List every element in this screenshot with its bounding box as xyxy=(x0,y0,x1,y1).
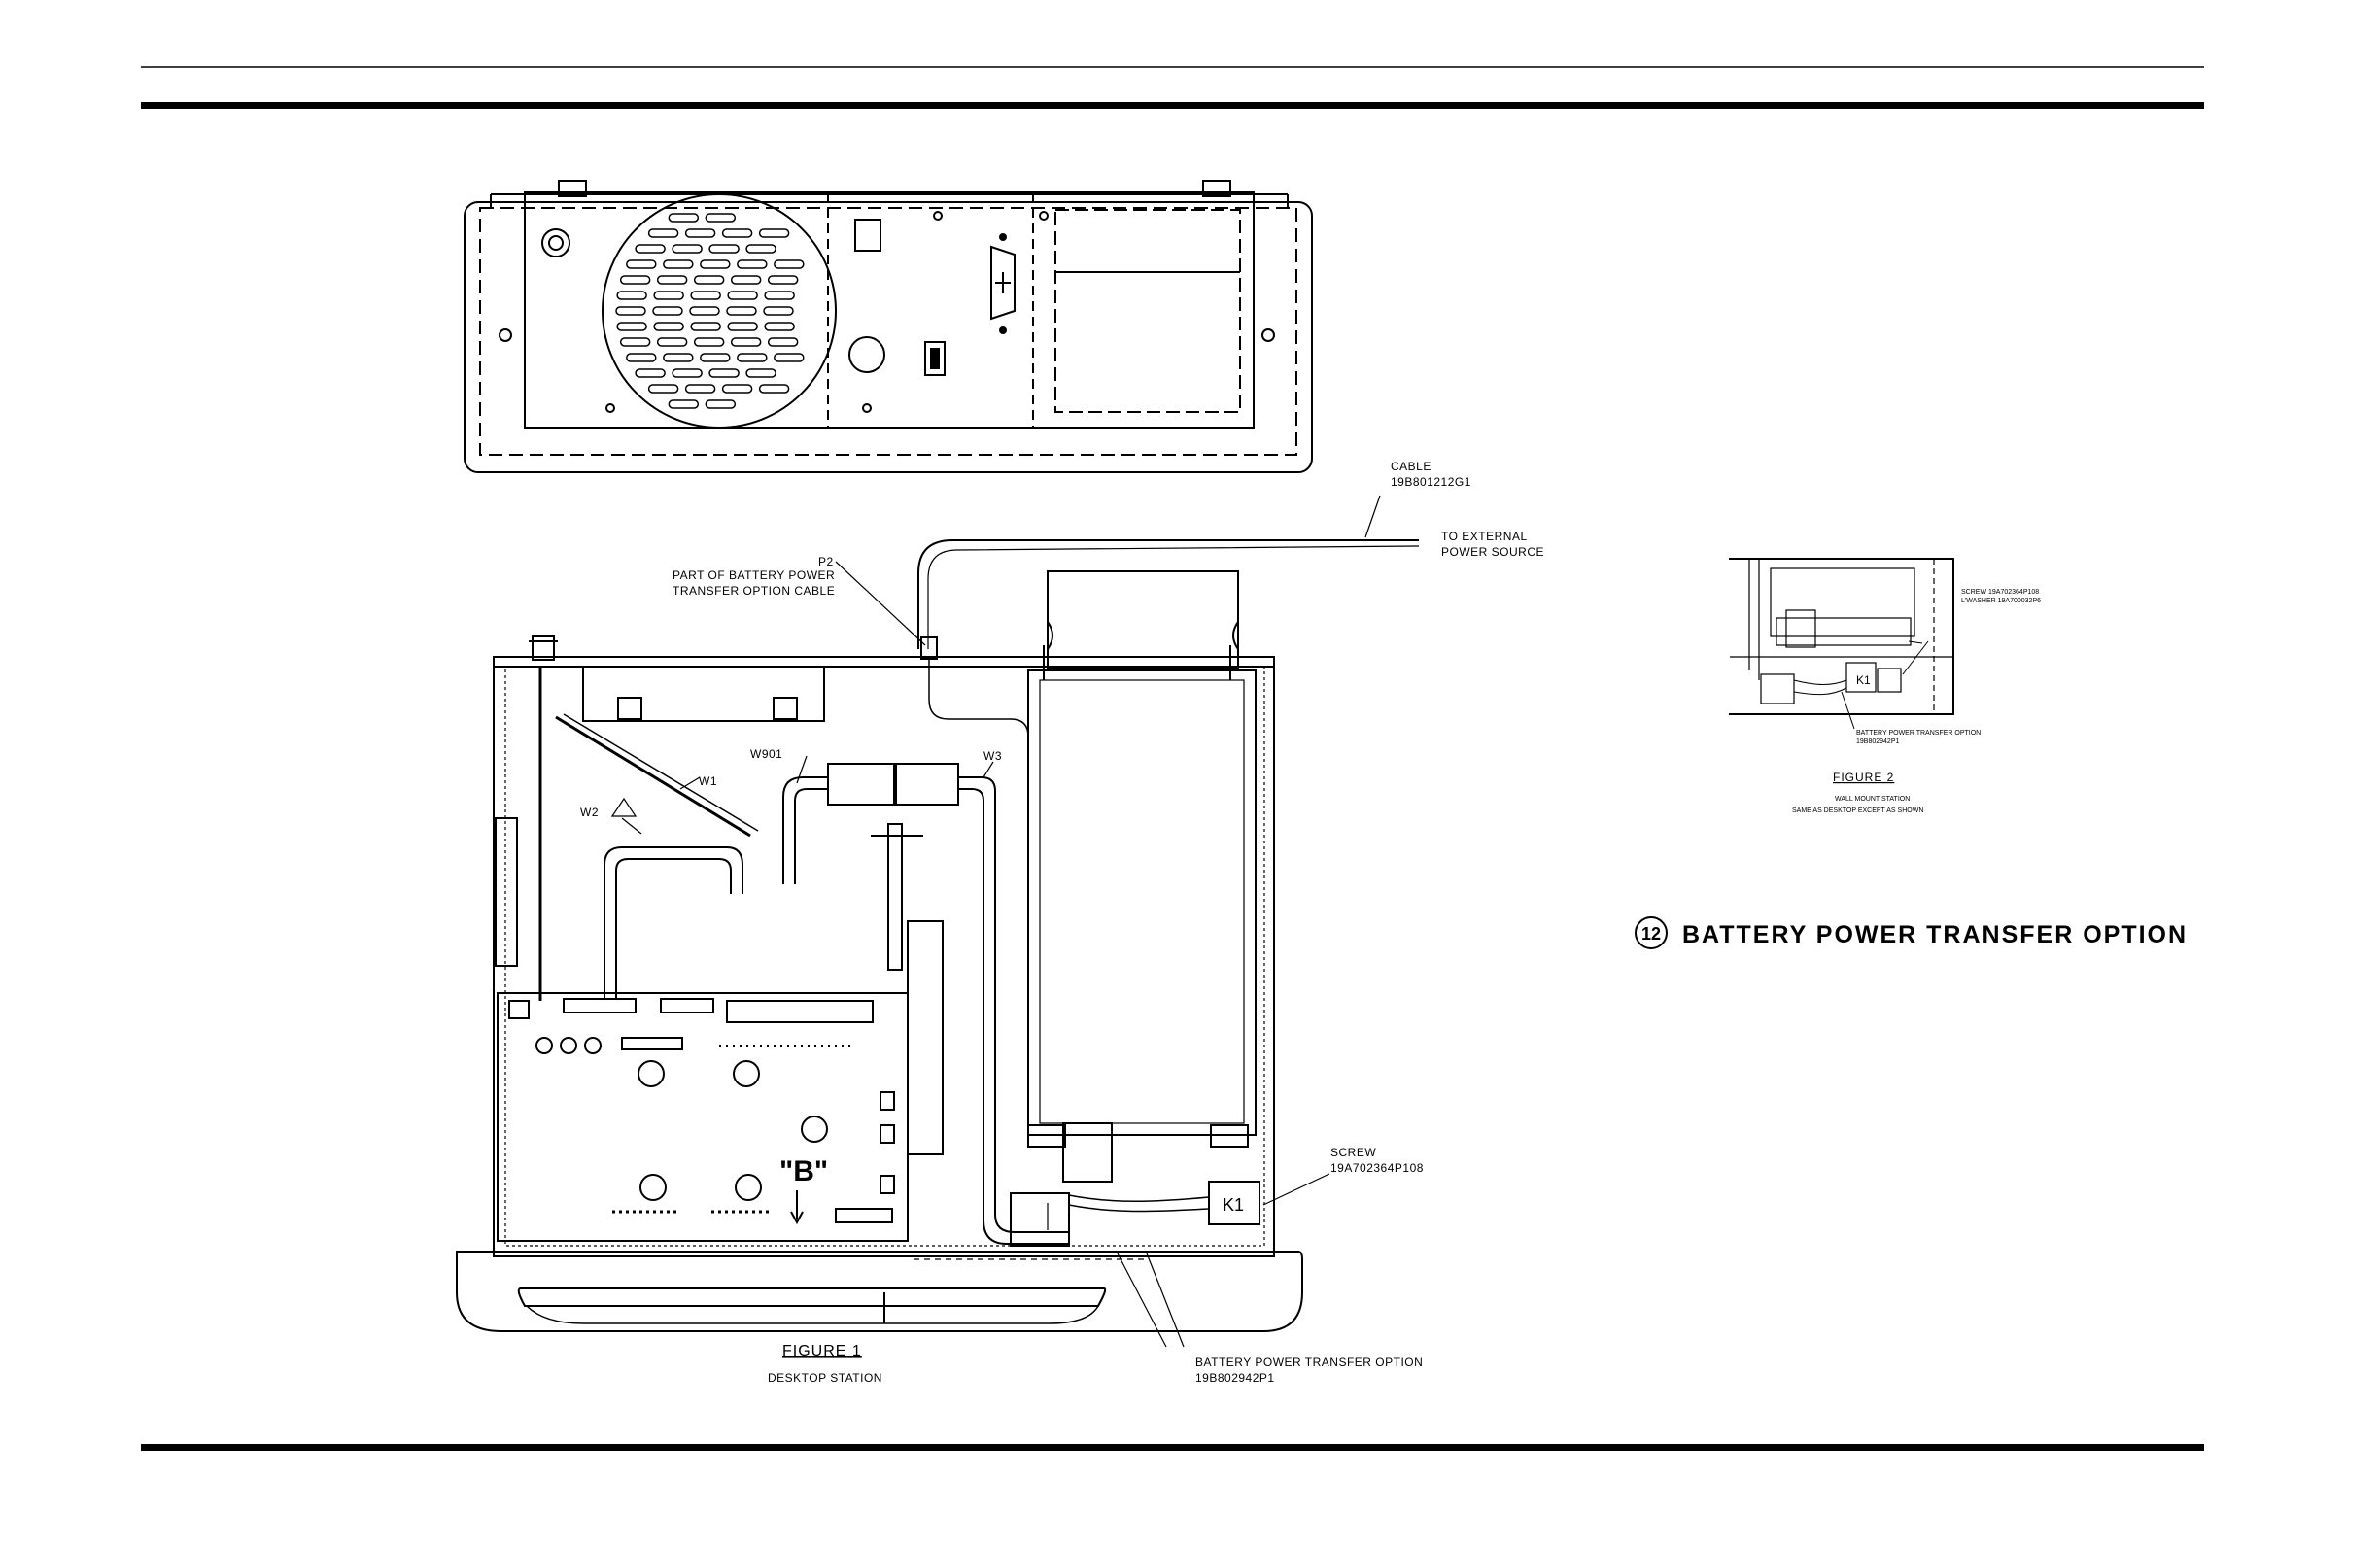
fan-slot xyxy=(672,244,703,254)
section-number: 12 xyxy=(1641,924,1661,944)
fan-slot xyxy=(626,353,657,362)
fan-slot xyxy=(721,228,753,238)
fan-slot xyxy=(672,368,703,378)
figure2-caption: FIGURE 2 xyxy=(1833,771,1894,784)
figure2-subcaption-1: WALL MOUNT STATION xyxy=(1835,796,1910,803)
wall-mount-detail xyxy=(1729,558,1954,730)
section-title: BATTERY POWER TRANSFER OPTION xyxy=(1682,921,2188,948)
option-part-number: 19B802942P1 xyxy=(1195,1371,1275,1385)
fan-slot xyxy=(619,275,651,285)
fan-slot xyxy=(708,244,740,254)
external-label-2: POWER SOURCE xyxy=(1441,545,1544,559)
fan-slot xyxy=(726,306,757,316)
w2-label: W2 xyxy=(580,806,599,819)
fan-slot xyxy=(737,259,768,269)
fan-slot xyxy=(700,353,731,362)
page-rules xyxy=(141,66,2204,1451)
desktop-top-view xyxy=(456,495,1420,1348)
figure1-subcaption: DESKTOP STATION xyxy=(768,1371,882,1385)
w901-label: W901 xyxy=(750,747,782,761)
k1-label: K1 xyxy=(1223,1195,1244,1215)
fan-slot xyxy=(758,228,790,238)
fan-slot xyxy=(727,291,758,300)
figure1-caption: FIGURE 1 xyxy=(782,1343,862,1359)
fan-slot xyxy=(758,384,790,394)
fan-slot xyxy=(647,228,679,238)
fan-slot xyxy=(690,322,721,331)
fig2-screw-label: SCREW 19A702364P108 xyxy=(1961,589,2039,596)
fan-slot xyxy=(652,306,683,316)
fan-slot xyxy=(656,275,688,285)
fig2-k1-label: K1 xyxy=(1856,673,1871,687)
fan-slot xyxy=(764,291,795,300)
fan-slot xyxy=(668,213,700,223)
fan-slot xyxy=(693,337,725,347)
fan-slot xyxy=(774,353,805,362)
fan-slot xyxy=(767,275,799,285)
fan-slot xyxy=(708,368,740,378)
fan-slot xyxy=(668,399,700,409)
fan-slot xyxy=(693,275,725,285)
fan-slot xyxy=(663,259,694,269)
fan-slot xyxy=(616,291,647,300)
fan-slot xyxy=(767,337,799,347)
cable-part-number: 19B801212G1 xyxy=(1391,475,1471,489)
fan-slot xyxy=(721,384,753,394)
fan-slot xyxy=(763,306,794,316)
w1-label: W1 xyxy=(699,774,717,788)
section-number-badge xyxy=(1635,916,1668,949)
fan-slot xyxy=(730,337,762,347)
fan-slot xyxy=(635,368,666,378)
fan-slot xyxy=(764,322,795,331)
w3-label: W3 xyxy=(983,749,1002,763)
external-label-1: TO EXTERNAL xyxy=(1441,530,1528,543)
screw-label: SCREW xyxy=(1330,1146,1376,1159)
fan-slot xyxy=(663,353,694,362)
fan-slot xyxy=(690,291,721,300)
fan-slot xyxy=(745,244,776,254)
rear-panel-view xyxy=(464,180,1313,473)
fan-slot xyxy=(619,337,651,347)
fan-slot xyxy=(684,384,716,394)
fan-slot xyxy=(616,322,647,331)
fan-slot xyxy=(635,244,666,254)
fan-slot xyxy=(647,384,679,394)
fan-slot xyxy=(705,213,737,223)
screw-part-number: 19A702364P108 xyxy=(1330,1161,1424,1175)
p2-desc-1: PART OF BATTERY POWER xyxy=(673,568,835,582)
fan-slot xyxy=(653,322,684,331)
fan-slot xyxy=(626,259,657,269)
fan-slot xyxy=(615,306,646,316)
fan-slot xyxy=(653,291,684,300)
fan-slot xyxy=(656,337,688,347)
k1-relay xyxy=(1208,1181,1260,1225)
cable-label: CABLE xyxy=(1391,460,1431,473)
option-label: BATTERY POWER TRANSFER OPTION xyxy=(1195,1356,1423,1369)
fig2-washer-label: L'WASHER 19A700032P6 xyxy=(1961,598,2041,604)
p2-label: P2 xyxy=(818,555,834,568)
fan-slot xyxy=(705,399,737,409)
fan-slot xyxy=(730,275,762,285)
fan-slot xyxy=(700,259,731,269)
fig2-option-label: BATTERY POWER TRANSFER OPTION xyxy=(1856,730,1981,737)
p2-desc-2: TRANSFER OPTION CABLE xyxy=(673,584,835,598)
figure2-subcaption-2: SAME AS DESKTOP EXCEPT AS SHOWN xyxy=(1792,807,1923,814)
view-b-label: "B" xyxy=(779,1155,828,1187)
fan-slot xyxy=(745,368,776,378)
fan-slot xyxy=(689,306,720,316)
fan-slot xyxy=(774,259,805,269)
fan-slot xyxy=(737,353,768,362)
fan-slot xyxy=(684,228,716,238)
fig2-option-part-number: 19B802942P1 xyxy=(1856,738,1899,745)
fan-slot xyxy=(727,322,758,331)
